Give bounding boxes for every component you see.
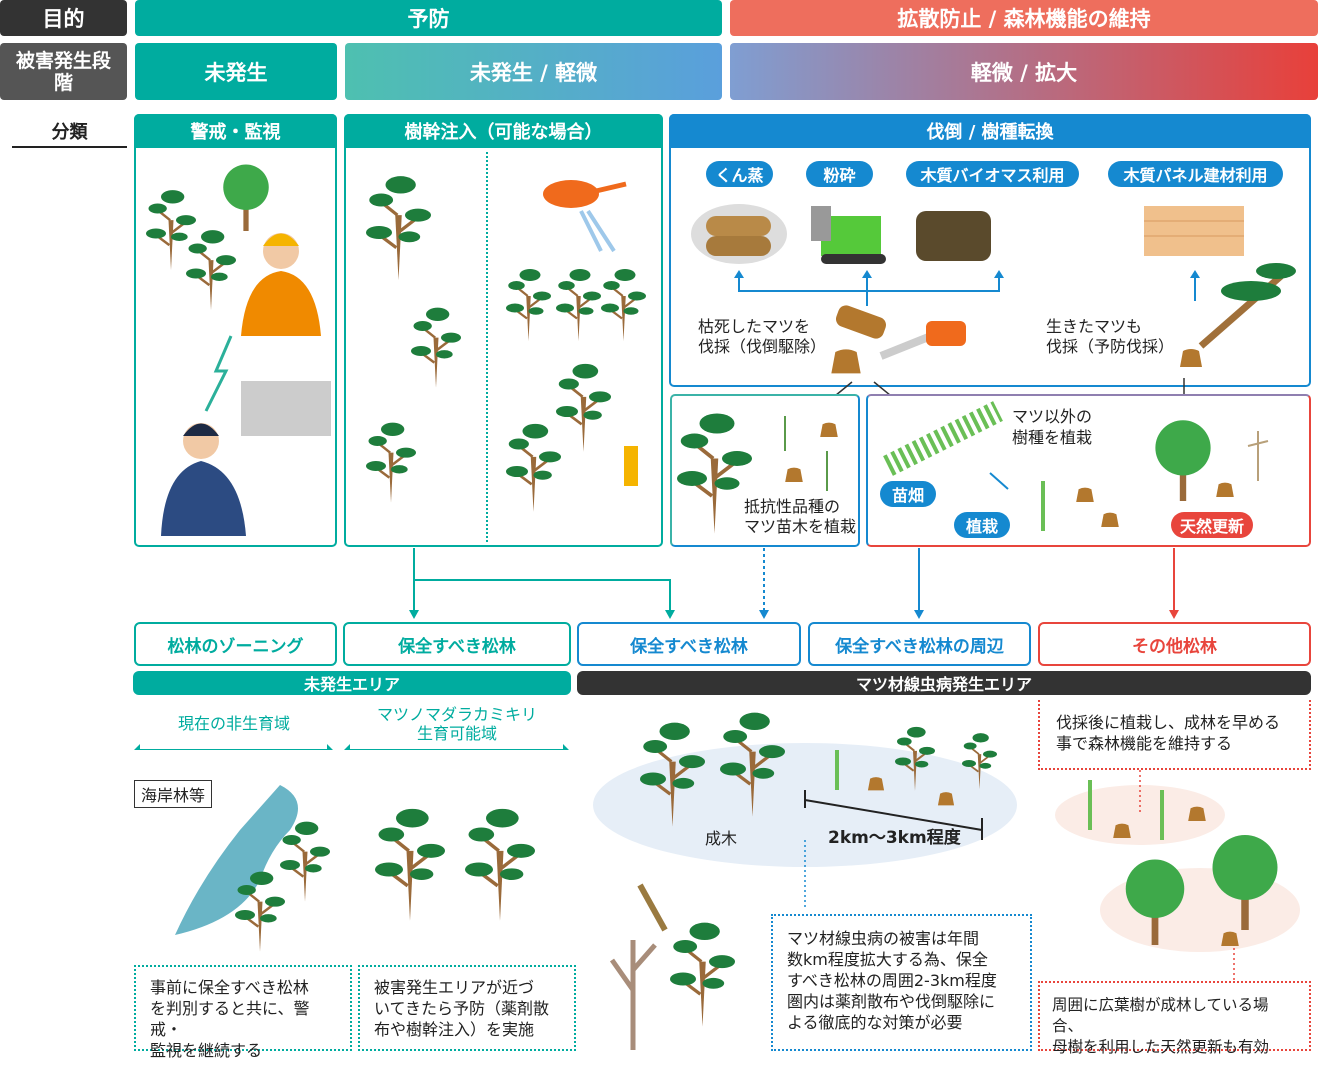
stage-minor-expand: 軽微 / 拡大 [730, 43, 1318, 100]
panel-species-conversion: マツ以外の 樹種を植栽 苗畑 植栽 天然更新 [866, 394, 1311, 547]
note-prior-identification: 事前に保全すべき松林を判別すると共に、警戒・監視を継続する [134, 965, 352, 1060]
note-line: すべき松林の周囲2-3km程度 [787, 971, 997, 990]
live-pine-text-1: 生きたマツも [1046, 317, 1143, 336]
mature-tree-label: 成木 [705, 829, 738, 848]
note-line: いてきたら予防（薬剤散 [374, 999, 550, 1018]
panel-injection: 樹幹注入（可能な場合） [344, 114, 663, 547]
felling-illustration [691, 204, 1296, 374]
zone-current: 現在の非生育域 [177, 714, 290, 733]
conversion-text-1: マツ以外の [1012, 407, 1093, 426]
coastal-label: 海岸林等 [134, 780, 213, 808]
note-line: を判別すると共に、警戒・ [150, 999, 310, 1039]
note-line: 伐採後に植栽し、成林を早める [1056, 713, 1281, 732]
target-conserve: 保全すべき松林 [577, 622, 801, 666]
area-unaffected: 未発生エリア [133, 671, 571, 695]
note-line: 周囲に広葉樹が成林している場合、 [1052, 996, 1269, 1035]
note-prevention: 被害発生エリアが近づいてきたら予防（薬剤散布や樹幹注入）を実施 [358, 965, 576, 1051]
panel-resistant-planting: 抵抗性品種の マツ苗木を植栽 [670, 394, 860, 547]
pill-crushing: 粉砕 [806, 161, 873, 187]
stage-label: 被害発生段階 [0, 43, 127, 100]
target-conserve-unaffected: 保全すべき松林 [343, 622, 571, 666]
panel-felling: 伐倒 / 樹種転換 くん蒸 粉砕 木質バイオマス利用 木質パネル建材利用 枯死し… [669, 114, 1311, 387]
pill-biomass: 木質バイオマス利用 [906, 161, 1079, 187]
resistant-text-1: 抵抗性品種の [744, 497, 841, 516]
conversion-illustration [883, 401, 1269, 531]
area-affected: マツ材線虫病発生エリア [577, 671, 1311, 695]
note-line: 布や樹幹注入）を実施 [374, 1020, 535, 1039]
note-line: 監視を継続する [150, 1041, 263, 1060]
purpose-spread: 拡散防止 / 森林機能の維持 [730, 0, 1318, 36]
note-line: 被害発生エリアが近づ [374, 978, 535, 997]
note-thorough-measures: マツ材線虫病の被害は年間数km程度拡大する為、保全すべき松林の周囲2-3km程度… [771, 914, 1032, 1051]
purpose-prevention: 予防 [135, 0, 722, 36]
target-other-pine: その他松林 [1038, 622, 1311, 666]
zone-possible-2: 生育可能域 [416, 724, 497, 743]
note-border [1038, 700, 1311, 770]
distance-label: 2km〜3km程度 [828, 828, 961, 848]
pill-nursery: 苗畑 [880, 481, 936, 507]
dead-pine-text-1: 枯死したマツを [698, 317, 811, 336]
panel-injection-title: 樹幹注入（可能な場合） [344, 114, 663, 148]
resistant-text-2: マツ苗木を植栽 [744, 517, 857, 536]
panel-felling-title: 伐倒 / 樹種転換 [669, 114, 1311, 148]
purpose-label: 目的 [0, 0, 127, 36]
note-line: 事前に保全すべき松林 [150, 978, 309, 997]
note-natural-regeneration: 周囲に広葉樹が成林している場合、母樹を利用した天然更新も有効 [1038, 981, 1311, 1056]
stage-none: 未発生 [135, 43, 337, 100]
zone-possible-1: マツノマダラカミキリ [376, 705, 537, 724]
divider [486, 152, 488, 542]
note-line: よる徹底的な対策が必要 [787, 1013, 963, 1032]
stage-none-minor: 未発生 / 軽微 [345, 43, 722, 100]
note-planting-after-felling: 伐採後に植栽し、成林を早める事で森林機能を維持する [1038, 700, 1311, 770]
injection-illustration [366, 174, 646, 514]
pill-fumigation: くん蒸 [706, 161, 773, 187]
panel-watch: 警戒・監視 [134, 114, 337, 547]
live-pine-text-2: 伐採（予防伐採） [1046, 337, 1175, 356]
note-line: 圏内は薬剤散布や伐倒駆除に [787, 992, 996, 1011]
pill-panel: 木質パネル建材利用 [1108, 161, 1283, 187]
resistant-illustration [677, 411, 838, 536]
watch-illustration [146, 164, 331, 536]
classification-label: 分類 [12, 118, 127, 148]
pill-natural-regeneration: 天然更新 [1171, 512, 1253, 538]
pill-planting: 植栽 [954, 512, 1010, 538]
dead-pine-text-2: 伐採（伐倒駆除） [698, 337, 827, 356]
note-line: 母樹を利用した天然更新も有効 [1052, 1038, 1270, 1056]
note-line: マツ材線虫病の被害は年間 [787, 929, 980, 948]
note-line: 数km程度拡大する為、保全 [787, 950, 988, 969]
panel-watch-title: 警戒・監視 [134, 114, 337, 148]
note-line: 事で森林機能を維持する [1056, 734, 1233, 753]
conversion-text-2: 樹種を植栽 [1012, 428, 1093, 447]
target-conserve-surroundings: 保全すべき松林の周辺 [808, 622, 1031, 666]
target-zoning: 松林のゾーニング [134, 622, 337, 666]
